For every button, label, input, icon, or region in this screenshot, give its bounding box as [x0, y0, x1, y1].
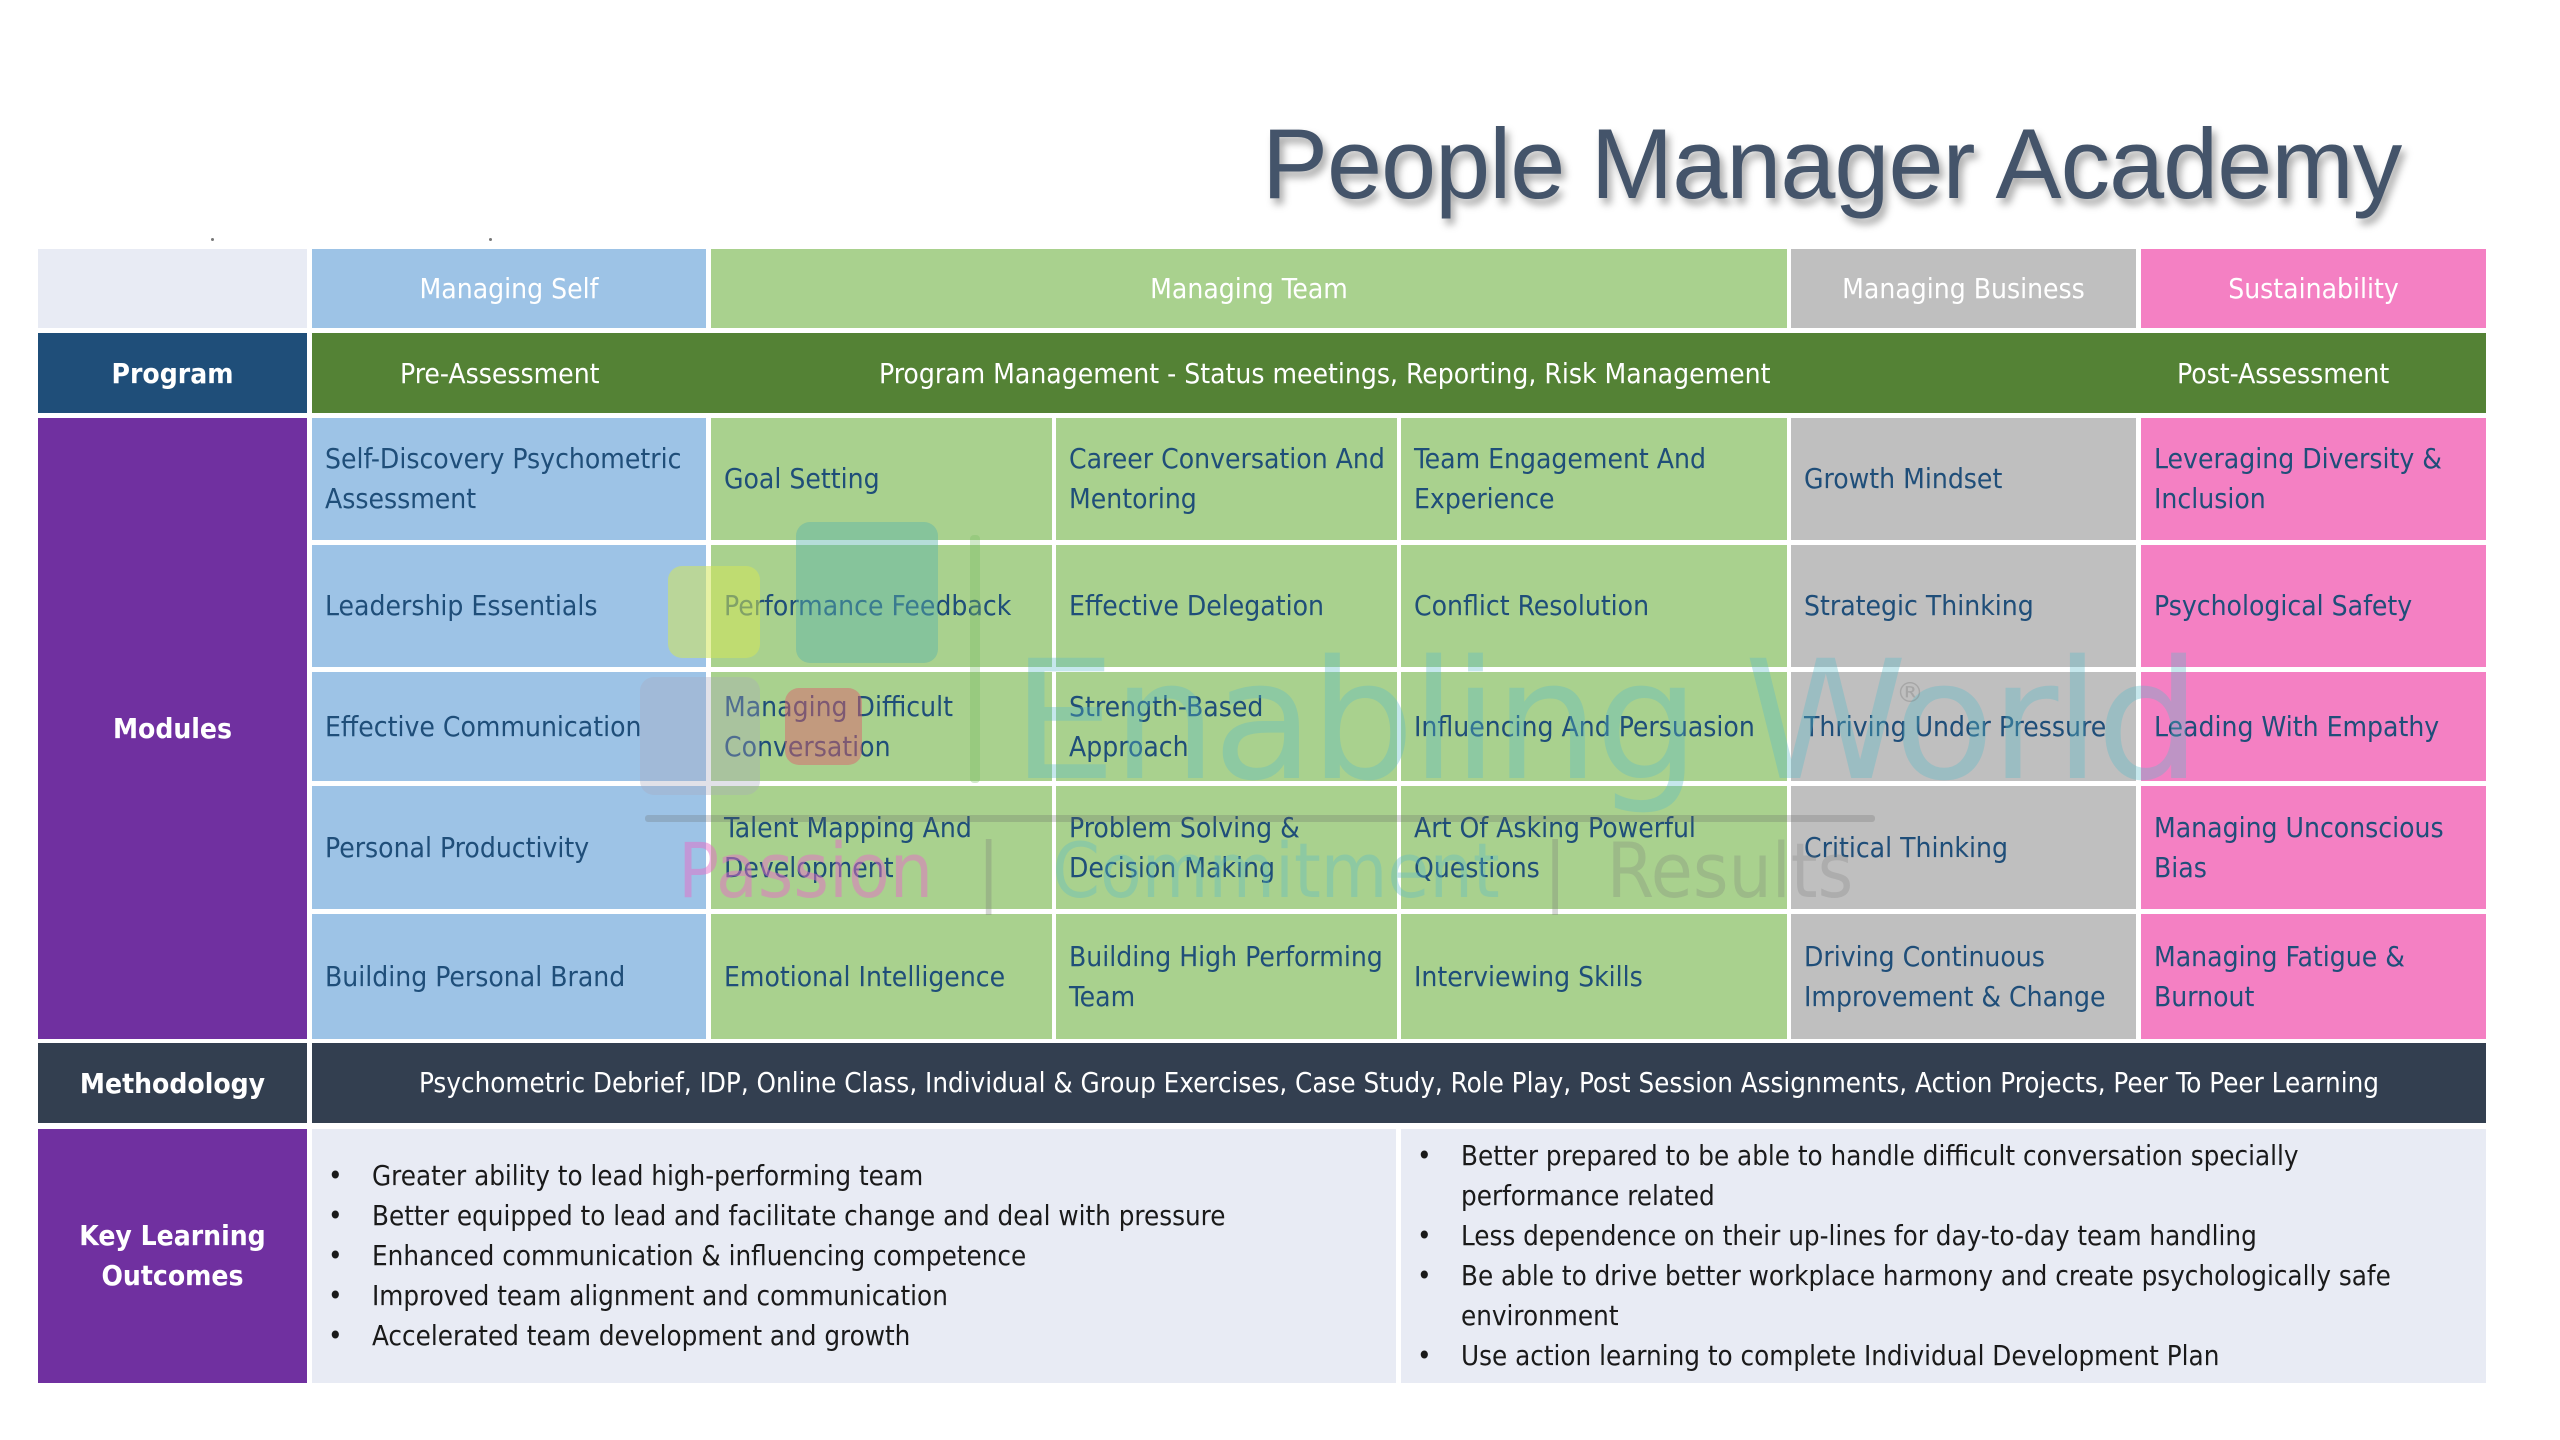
- module-cell: Driving Continuous Improvement & Change: [1791, 914, 2136, 1039]
- module-name: Goal Setting: [724, 462, 880, 495]
- methodology-cell: Psychometric Debrief, IDP, Online Class,…: [312, 1043, 2486, 1123]
- module-name: Building High Performing Team: [1069, 939, 1383, 1013]
- module-cell: Conflict Resolution: [1401, 545, 1787, 667]
- program-label: Program: [111, 356, 234, 390]
- module-cell: Strength-Based Approach: [1056, 672, 1397, 781]
- module-cell: Performance Feedback: [711, 545, 1052, 667]
- pre-assessment: Pre-Assessment: [400, 356, 600, 390]
- module-cell: Managing Fatigue & Burnout: [2141, 914, 2486, 1039]
- module-name: Interviewing Skills: [1414, 959, 1643, 993]
- outcome-item: Improved team alignment and communicatio…: [312, 1276, 1225, 1316]
- outcome-item: Accelerated team development and growth: [312, 1316, 1225, 1356]
- module-cell: Art Of Asking Powerful Questions: [1401, 786, 1787, 909]
- modules-label-cell: Modules: [38, 418, 307, 1039]
- module-name: Problem Solving & Decision Making: [1069, 810, 1300, 884]
- module-cell: Influencing And Persuasion: [1401, 672, 1787, 781]
- module-cell: Talent Mapping And Development: [711, 786, 1052, 909]
- outcome-item: Enhanced communication & influencing com…: [312, 1236, 1225, 1276]
- methodology-label-cell: Methodology: [38, 1043, 307, 1123]
- module-name: Managing Difficult Conversation: [724, 689, 953, 763]
- module-name: Effective Communication: [325, 709, 642, 743]
- outcome-item: Less dependence on their up-lines for da…: [1401, 1216, 2441, 1256]
- program-label-cell: Program: [38, 333, 307, 413]
- outcome-item: Be able to drive better workplace harmon…: [1401, 1256, 2441, 1336]
- category-label: Managing Self: [419, 272, 599, 305]
- module-cell: Growth Mindset: [1791, 418, 2136, 540]
- module-cell: Personal Productivity: [312, 786, 706, 909]
- module-cell: Building Personal Brand: [312, 914, 706, 1039]
- module-name: Leadership Essentials: [325, 589, 598, 622]
- methodology-text: Psychometric Debrief, IDP, Online Class,…: [419, 1067, 2379, 1099]
- page-title: People Manager Academy: [1262, 108, 2402, 219]
- module-name: Managing Fatigue & Burnout: [2154, 939, 2405, 1013]
- module-cell: Problem Solving & Decision Making: [1056, 786, 1397, 909]
- stray-dot: [489, 238, 492, 241]
- outcome-item: Use action learning to complete Individu…: [1401, 1336, 2441, 1376]
- module-name: Team Engagement And Experience: [1414, 442, 1706, 515]
- module-cell: Leading With Empathy: [2141, 672, 2486, 781]
- module-cell: Building High Performing Team: [1056, 914, 1397, 1039]
- module-cell: Effective Communication: [312, 672, 706, 781]
- outcomes-right-list: Better prepared to be able to handle dif…: [1401, 1136, 2441, 1376]
- category-label: Managing Team: [1150, 272, 1348, 305]
- outcomes-left-cell: Greater ability to lead high-performing …: [312, 1129, 1396, 1383]
- category-label: Sustainability: [2228, 272, 2399, 305]
- module-name: Strength-Based Approach: [1069, 689, 1264, 763]
- program-bar: Pre-Assessment Program Management - Stat…: [312, 333, 2486, 413]
- outcome-item: Better equipped to lead and facilitate c…: [312, 1196, 1225, 1236]
- module-name: Thriving Under Pressure: [1804, 709, 2107, 743]
- module-cell: Leveraging Diversity & Inclusion: [2141, 418, 2486, 540]
- module-cell: Self-Discovery Psychometric Assessment: [312, 418, 706, 540]
- module-name: Influencing And Persuasion: [1414, 709, 1755, 743]
- module-cell: Critical Thinking: [1791, 786, 2136, 909]
- module-cell: Team Engagement And Experience: [1401, 418, 1787, 540]
- category-managing-self: Managing Self: [312, 249, 706, 328]
- module-name: Emotional Intelligence: [724, 959, 1006, 993]
- module-name: Critical Thinking: [1804, 830, 2008, 864]
- header-blank-cell: [38, 249, 307, 328]
- module-cell: Effective Delegation: [1056, 545, 1397, 667]
- outcome-item: Greater ability to lead high-performing …: [312, 1156, 1225, 1196]
- module-name: Growth Mindset: [1804, 462, 2003, 495]
- module-name: Driving Continuous Improvement & Change: [1804, 939, 2106, 1013]
- outcomes-label-cell: Key Learning Outcomes: [38, 1129, 307, 1383]
- module-name: Effective Delegation: [1069, 589, 1324, 622]
- module-name: Performance Feedback: [724, 589, 1012, 622]
- category-label: Managing Business: [1842, 272, 2085, 305]
- module-cell: Leadership Essentials: [312, 545, 706, 667]
- category-managing-business: Managing Business: [1791, 249, 2136, 328]
- outcomes-right-cell: Better prepared to be able to handle dif…: [1401, 1129, 2486, 1383]
- module-name: Career Conversation And Mentoring: [1069, 442, 1385, 515]
- module-cell: Career Conversation And Mentoring: [1056, 418, 1397, 540]
- outcomes-label: Key Learning Outcomes: [79, 1219, 266, 1292]
- module-name: Psychological Safety: [2154, 589, 2413, 622]
- module-name: Conflict Resolution: [1414, 589, 1650, 622]
- category-managing-team: Managing Team: [711, 249, 1787, 328]
- program-management: Program Management - Status meetings, Re…: [879, 356, 1771, 390]
- module-cell: Psychological Safety: [2141, 545, 2486, 667]
- methodology-label: Methodology: [79, 1066, 266, 1100]
- module-cell: Thriving Under Pressure: [1791, 672, 2136, 781]
- outcome-item: Better prepared to be able to handle dif…: [1401, 1136, 2441, 1216]
- modules-label: Modules: [112, 712, 233, 745]
- module-name: Strategic Thinking: [1804, 589, 2034, 622]
- module-name: Building Personal Brand: [325, 959, 626, 993]
- module-cell: Managing Difficult Conversation: [711, 672, 1052, 781]
- module-cell: Goal Setting: [711, 418, 1052, 540]
- module-name: Leveraging Diversity & Inclusion: [2154, 442, 2442, 515]
- category-sustainability: Sustainability: [2141, 249, 2486, 328]
- outcomes-left-list: Greater ability to lead high-performing …: [312, 1156, 1225, 1356]
- module-cell: Strategic Thinking: [1791, 545, 2136, 667]
- module-name: Self-Discovery Psychometric Assessment: [325, 442, 682, 515]
- module-name: Leading With Empathy: [2154, 709, 2440, 743]
- module-name: Personal Productivity: [325, 830, 590, 864]
- module-name: Art Of Asking Powerful Questions: [1414, 810, 1696, 884]
- module-cell: Interviewing Skills: [1401, 914, 1787, 1039]
- module-name: Managing Unconscious Bias: [2154, 810, 2444, 884]
- stray-dot: [211, 238, 214, 241]
- module-name: Talent Mapping And Development: [724, 810, 972, 884]
- module-cell: Emotional Intelligence: [711, 914, 1052, 1039]
- post-assessment: Post-Assessment: [2177, 356, 2390, 390]
- module-cell: Managing Unconscious Bias: [2141, 786, 2486, 909]
